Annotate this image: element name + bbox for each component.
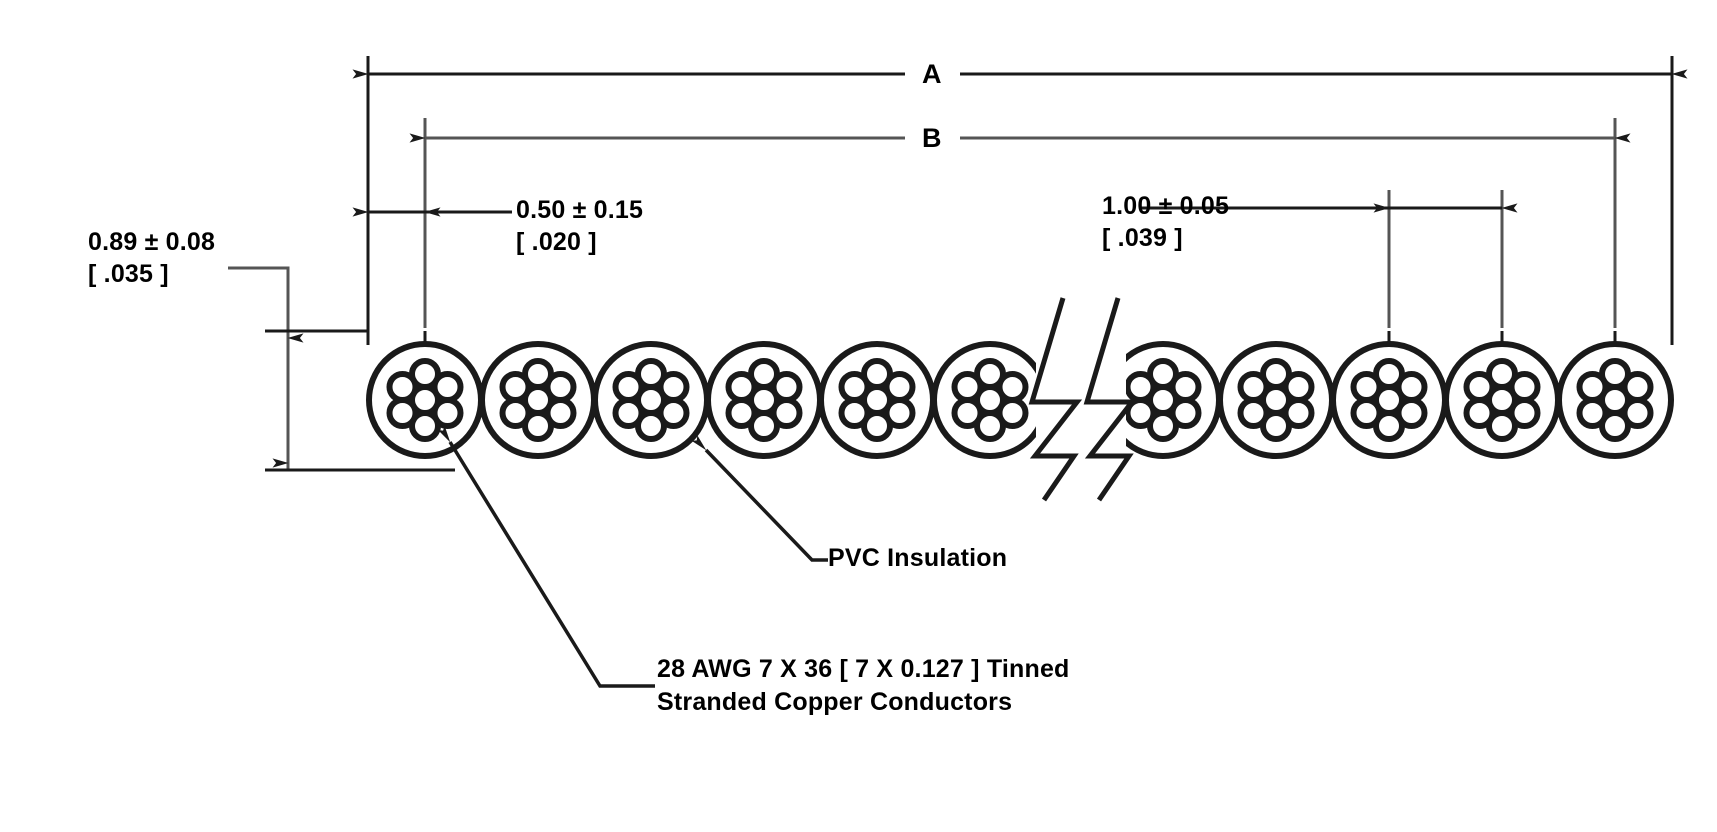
conductor-bundle-3 — [612, 358, 690, 442]
break-symbol-lines — [1028, 297, 1138, 502]
conductor-bundle-5 — [838, 358, 916, 442]
leader-pvc-insulation — [691, 435, 828, 562]
cable-conductor-row — [366, 341, 1674, 459]
conductor-bundle-2 — [499, 358, 577, 442]
dimension-thickness — [228, 266, 455, 472]
conductor-bundle-1 — [386, 358, 464, 442]
conductor-bundle-4 — [725, 358, 803, 442]
dimension-thickness-metric: 0.89 ± 0.08 — [88, 228, 216, 256]
conductor-bundle-11 — [1576, 358, 1654, 442]
stranded-conductor-bundles — [386, 358, 1654, 442]
callout-conductor-line-2: Stranded Copper Conductors — [657, 688, 1013, 716]
leader-lines — [438, 425, 828, 688]
leader-conductor — [438, 425, 655, 688]
dimension-edge-offset-metric: 0.50 ± 0.15 — [516, 196, 644, 224]
break-line-left — [1028, 297, 1083, 502]
dimension-b-label: B — [913, 125, 951, 152]
conductor-bundle-10 — [1463, 358, 1541, 442]
callout-pvc-insulation: PVC Insulation — [828, 544, 1008, 572]
conductor-bundle-8 — [1237, 358, 1315, 442]
dimension-edge-offset-imperial: [ .020 ] — [516, 228, 597, 256]
dimension-a-label: A — [913, 61, 951, 88]
break-line-right — [1083, 297, 1138, 502]
dimension-pitch-metric: 1.00 ± 0.05 — [1102, 192, 1230, 220]
dimension-pitch-imperial: [ .039 ] — [1102, 224, 1183, 252]
center-lines — [423, 118, 1617, 328]
conductor-bundle-7 — [1124, 358, 1202, 442]
callout-conductor-line-1: 28 AWG 7 X 36 [ 7 X 0.127 ] Tinned — [657, 655, 1070, 683]
extension-lines — [366, 56, 1674, 345]
conductor-bundle-9 — [1350, 358, 1428, 442]
conductor-bundle-6 — [951, 358, 1029, 442]
dimension-thickness-imperial: [ .035 ] — [88, 260, 169, 288]
